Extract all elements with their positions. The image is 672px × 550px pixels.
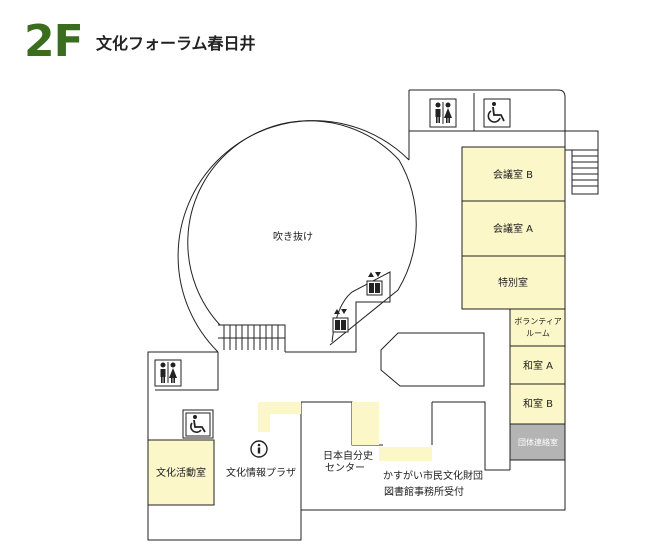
- rotunda-inner-ring: [187, 120, 400, 326]
- room-tokubetsu[interactable]: [461, 255, 566, 310]
- east-stairs: [565, 130, 599, 195]
- building-name: 文化フォーラム春日井: [96, 34, 256, 53]
- floor-label: 2F: [24, 16, 84, 67]
- label-toshokan: 図書館事務所受付: [384, 485, 464, 498]
- wheelchair-icon[interactable]: [483, 98, 511, 128]
- accessible-restroom-box: [182, 409, 214, 439]
- corridor-wall: [285, 345, 357, 353]
- restroom-icon[interactable]: [154, 359, 182, 387]
- label-tokubetsu: 特別室: [498, 276, 528, 289]
- room-dantai[interactable]: [509, 423, 566, 461]
- room-volunteer[interactable]: [509, 308, 566, 347]
- restroom-icon[interactable]: [429, 98, 457, 128]
- elevator-icon[interactable]: [366, 272, 383, 296]
- label-zaidan: かすがい市民文化財団: [383, 469, 483, 482]
- label-volunteer-1: ボランティア: [514, 317, 562, 326]
- wheelchair-icon[interactable]: [185, 412, 211, 437]
- atrium-wall: [329, 159, 417, 346]
- label-fukinuke: 吹き抜け: [273, 230, 313, 243]
- central-block: [380, 332, 485, 387]
- outer-wall: [147, 89, 566, 541]
- room-kaigi-b[interactable]: [461, 146, 566, 202]
- west-stairs: [218, 325, 285, 350]
- label-jibun-2: センター: [325, 462, 365, 474]
- west-stair-outline: [218, 324, 286, 352]
- label-washitsu-b: 和室 B: [523, 397, 553, 410]
- label-dantai: 団体連絡室: [518, 437, 558, 447]
- label-kaigi-b: 会議室 B: [493, 168, 533, 181]
- label-jibun-1: 日本自分史: [323, 449, 373, 462]
- label-bunka-joho: 文化情報プラザ: [226, 466, 296, 479]
- room-washitsu-b[interactable]: [509, 383, 566, 425]
- room-washitsu-a[interactable]: [509, 345, 566, 385]
- rotunda-outer-wall: [177, 120, 410, 353]
- elevator-icon[interactable]: [332, 309, 349, 333]
- counters: [258, 402, 432, 461]
- room-bunka-katsudo[interactable]: [147, 439, 215, 506]
- label-washitsu-a: 和室 A: [523, 359, 553, 372]
- label-kaigi-a: 会議室 A: [493, 222, 533, 235]
- room-kaigi-a[interactable]: [461, 200, 566, 257]
- label-volunteer-2: ルーム: [526, 329, 550, 338]
- west-restroom-wall: [155, 352, 219, 391]
- label-bunka-katsudo: 文化活動室: [156, 466, 206, 479]
- wall-lower-right: [432, 401, 510, 471]
- information-icon[interactable]: [250, 440, 268, 458]
